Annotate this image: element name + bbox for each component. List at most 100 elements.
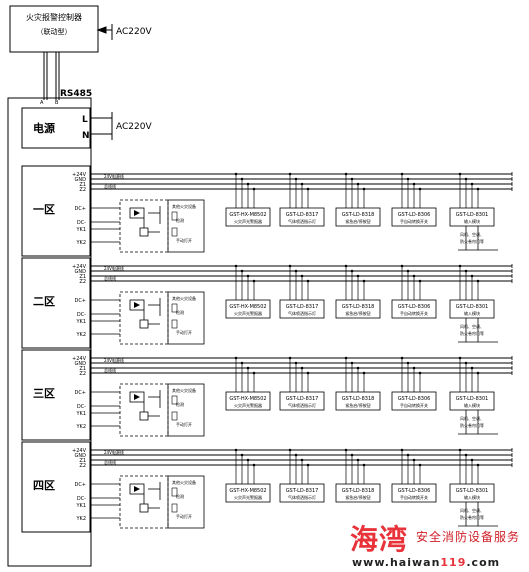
relay-note-detect: 检测 [176, 401, 184, 407]
tap-dot [350, 177, 354, 181]
ac-input-top-arrow [96, 26, 107, 34]
device-model-5: GST-LD-8301 [456, 212, 489, 218]
tap-dot [362, 371, 366, 375]
controller-title: 火灾报警控制器 [26, 12, 82, 22]
relay-contact [139, 227, 149, 237]
zone-circuit-1 [90, 172, 513, 253]
relay-output-box [167, 199, 205, 253]
device-model-3: GST-LD-8318 [342, 396, 375, 402]
tap-dot [240, 177, 244, 181]
zone-circuits [90, 172, 513, 529]
relay-contact [139, 411, 149, 421]
device-desc-4: 手自动转换开关 [400, 402, 428, 408]
rs485-label: RS485 [60, 89, 92, 99]
tap-dot [234, 448, 238, 452]
device-model-4: GST-LD-8306 [398, 212, 431, 218]
tap-dot [344, 172, 348, 176]
ac220v-top-label: AC220V [116, 27, 152, 37]
tap-dot [400, 448, 404, 452]
output-contact [171, 319, 178, 329]
device-tail-note-1: 风机、空调、 [460, 415, 484, 421]
rail-note-power: 24V电源线 [104, 265, 124, 271]
tap-dot [288, 172, 292, 176]
tap-dot [300, 274, 304, 278]
relay-output-box [167, 475, 205, 529]
output-contact [171, 227, 178, 237]
device-desc-2: 气体喷洒指示灯 [288, 402, 316, 408]
tap-dot [458, 172, 462, 176]
device-box-4 [391, 391, 437, 411]
device-desc-3: 紧急启/停按钮 [345, 402, 370, 408]
device-tail-note-2: 防火卷帘门等 [460, 422, 484, 428]
tap-dot [288, 448, 292, 452]
tap-dot [406, 453, 410, 457]
zone-circuit-3 [90, 356, 513, 437]
controller-box [9, 5, 99, 53]
device-desc-3: 紧急启/停按钮 [345, 494, 370, 500]
terminal-label-dcm: DC- [77, 496, 86, 502]
zone-label-2: 二区 [33, 295, 55, 308]
device-model-5: GST-LD-8301 [456, 396, 489, 402]
device-box-1 [225, 207, 271, 227]
terminal-label-yk1: YK1 [75, 227, 86, 233]
device-box-1 [225, 299, 271, 319]
zone-label-3: 三区 [33, 387, 55, 400]
device-box-1 [225, 483, 271, 503]
output-contact [171, 395, 178, 405]
device-model-3: GST-LD-8318 [342, 488, 375, 494]
device-box-3 [335, 207, 381, 227]
tap-dot [418, 371, 422, 375]
terminal-label-yk2: YK2 [75, 240, 86, 246]
watermark-brand: 海湾 [350, 523, 409, 556]
device-model-1: GST-HX-M8502 [229, 304, 266, 310]
rail-label-z1: Z1 [79, 458, 86, 464]
relay-note-manual: 手动打开 [176, 237, 192, 243]
device-desc-4: 手自动转换开关 [400, 218, 428, 224]
relay-coil [129, 391, 145, 403]
rail-note-bus: 总线线 [104, 367, 116, 373]
relay-coil [129, 299, 145, 311]
tap-dot [400, 356, 404, 360]
terminal-label-dcp: DC+ [74, 390, 86, 396]
device-model-2: GST-LD-8317 [286, 304, 319, 310]
tap-dot [246, 458, 250, 462]
device-model-5: GST-LD-8301 [456, 488, 489, 494]
tap-dot [356, 458, 360, 462]
terminal-label-yk2: YK2 [75, 424, 86, 430]
tap-dot [470, 274, 474, 278]
tap-dot [362, 463, 366, 467]
device-box-2 [279, 391, 325, 411]
tap-dot [344, 448, 348, 452]
device-tail-note-2: 防火卷帘门等 [460, 514, 484, 520]
terminal-label-yk2: YK2 [75, 332, 86, 338]
tap-dot [412, 274, 416, 278]
tap-dot [458, 264, 462, 268]
tap-dot [294, 269, 298, 273]
rail-note-power: 24V电源线 [104, 357, 124, 363]
rail-label-gnd: GND [75, 269, 87, 275]
rail-note-bus: 总线线 [104, 459, 116, 465]
relay-note-other-devices: 其他火灾设备 [172, 295, 196, 301]
rail-label-z1: Z1 [79, 274, 86, 280]
tap-dot [234, 356, 238, 360]
device-desc-4: 手自动转换开关 [400, 310, 428, 316]
device-desc-4: 手自动转换开关 [400, 494, 428, 500]
rail-label-24v: +24V [72, 172, 87, 178]
output-contact [171, 487, 178, 497]
device-tail-note-1: 风机、空调、 [460, 507, 484, 513]
device-box-5 [449, 207, 495, 227]
device-box-3 [335, 299, 381, 319]
tap-dot [464, 269, 468, 273]
tap-dot [418, 279, 422, 283]
tap-dot [356, 366, 360, 370]
tap-dot [418, 463, 422, 467]
device-desc-1: 火灾声光警报器 [234, 494, 262, 500]
tap-dot [246, 274, 250, 278]
device-box-4 [391, 207, 437, 227]
tap-dot [246, 366, 250, 370]
device-box-1 [225, 391, 271, 411]
terminal-label-yk1: YK1 [75, 503, 86, 509]
rail-label-z2: Z2 [79, 187, 86, 193]
terminal-label-yk1: YK1 [75, 411, 86, 417]
rail-note-bus: 总线线 [104, 183, 116, 189]
